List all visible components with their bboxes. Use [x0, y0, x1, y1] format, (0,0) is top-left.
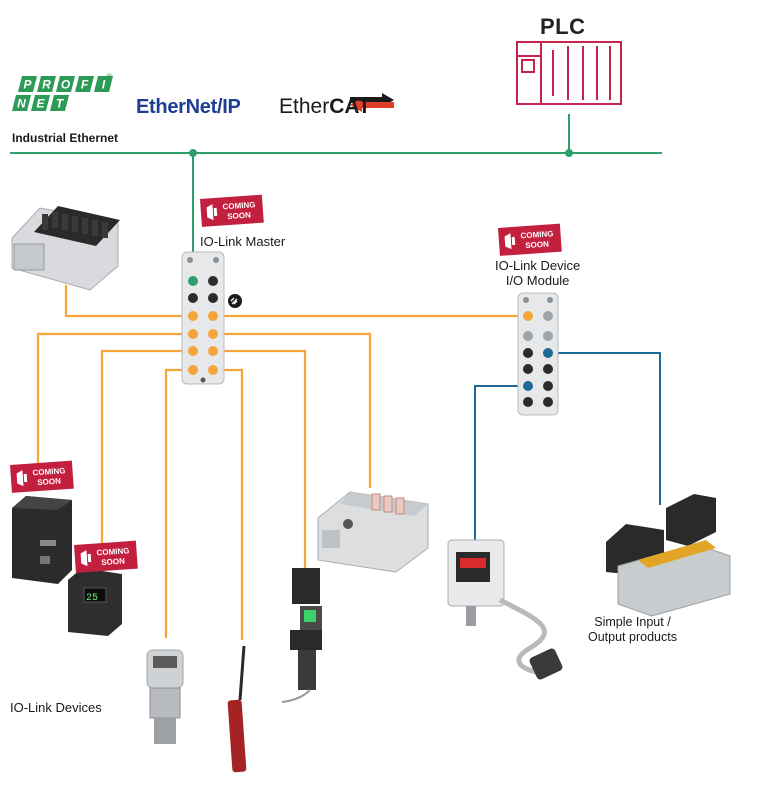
svg-text:O: O — [61, 78, 71, 92]
svg-text:R: R — [42, 78, 51, 92]
simple-io-wiring — [474, 352, 661, 540]
solenoid-valve-product[interactable] — [606, 494, 731, 617]
profinet-letter-tile: I — [94, 76, 113, 92]
svg-text:P: P — [23, 78, 32, 92]
badge-line2: SOON — [37, 476, 61, 487]
simple-io-label: Simple Input / Output products — [588, 615, 677, 645]
coming-soon-badge-master: COMING SOON — [200, 194, 264, 227]
ethercat-prefix: Ether — [279, 95, 330, 118]
badge-line1: COMING — [32, 466, 65, 477]
filter-regulator-product[interactable] — [281, 568, 322, 703]
io-link-device-label-line2: I/O Module — [505, 273, 570, 288]
profinet-letter-tile: R — [37, 76, 56, 92]
io-link-master-label: IO-Link Master — [200, 234, 286, 249]
digital-display-sensor-product[interactable]: 25 — [68, 568, 122, 636]
svg-text:F: F — [81, 78, 89, 92]
valve-terminal-product[interactable] — [317, 491, 429, 573]
coming-soon-badge-sensor: COMING SOON — [74, 540, 138, 573]
pressure-switch-product[interactable] — [447, 539, 564, 681]
svg-text:N: N — [17, 97, 26, 111]
master-junction-dot — [189, 149, 197, 157]
plc-title: PLC — [540, 14, 586, 39]
io-link-device-label-line1: IO-Link Device — [495, 258, 581, 273]
ethercat-arrows-icon — [350, 93, 394, 112]
coming-soon-badge-regulator: COMING SOON — [10, 460, 74, 493]
profinet-letter-tile: F — [75, 76, 94, 92]
io-link-device-label: IO-Link Device I/O Module — [495, 258, 580, 288]
badge-line2: SOON — [101, 556, 125, 567]
pressure-regulator-product[interactable] — [12, 496, 72, 584]
ethercat-logo: EtherCAT — [279, 95, 371, 119]
profinet-letter-tile: T — [50, 95, 69, 111]
profinet-letter-tile: E — [31, 95, 50, 111]
badge-line1: COMING — [222, 200, 255, 211]
badge-line1: COMING — [96, 546, 129, 557]
magnetic-sensor-product[interactable] — [227, 645, 247, 773]
valve-manifold-product[interactable] — [11, 206, 120, 291]
io-link-devices-label: IO-Link Devices — [10, 700, 102, 715]
io-link-symbol-icon — [228, 294, 242, 308]
svg-text:®: ® — [106, 72, 113, 82]
plc-junction-dot — [565, 149, 573, 157]
io-link-master-module[interactable] — [181, 251, 225, 385]
badge-line2: SOON — [525, 239, 549, 250]
profinet-letter-tile: N — [12, 95, 31, 111]
industrial-ethernet-label: Industrial Ethernet — [12, 131, 119, 145]
ethernetip-logo: EtherNet/IP — [136, 96, 241, 118]
pressure-sensor-product[interactable] — [146, 649, 184, 744]
badge-line1: COMING — [520, 229, 553, 240]
svg-text:T: T — [56, 97, 65, 111]
profinet-letter-tile: P — [18, 76, 37, 92]
svg-text:25: 25 — [86, 593, 98, 604]
badge-line2: SOON — [227, 210, 251, 221]
svg-text:E: E — [36, 97, 45, 111]
simple-io-label-line2: Output products — [588, 630, 677, 644]
profinet-letter-tile: O — [56, 76, 75, 92]
io-link-device-module[interactable] — [517, 292, 559, 416]
plc-icon — [516, 41, 622, 105]
ethercat-suffix: CAT — [329, 95, 371, 118]
svg-text:I: I — [102, 78, 106, 92]
coming-soon-badge-device: COMING SOON — [498, 223, 562, 256]
simple-io-label-line1: Simple Input / — [594, 615, 671, 629]
